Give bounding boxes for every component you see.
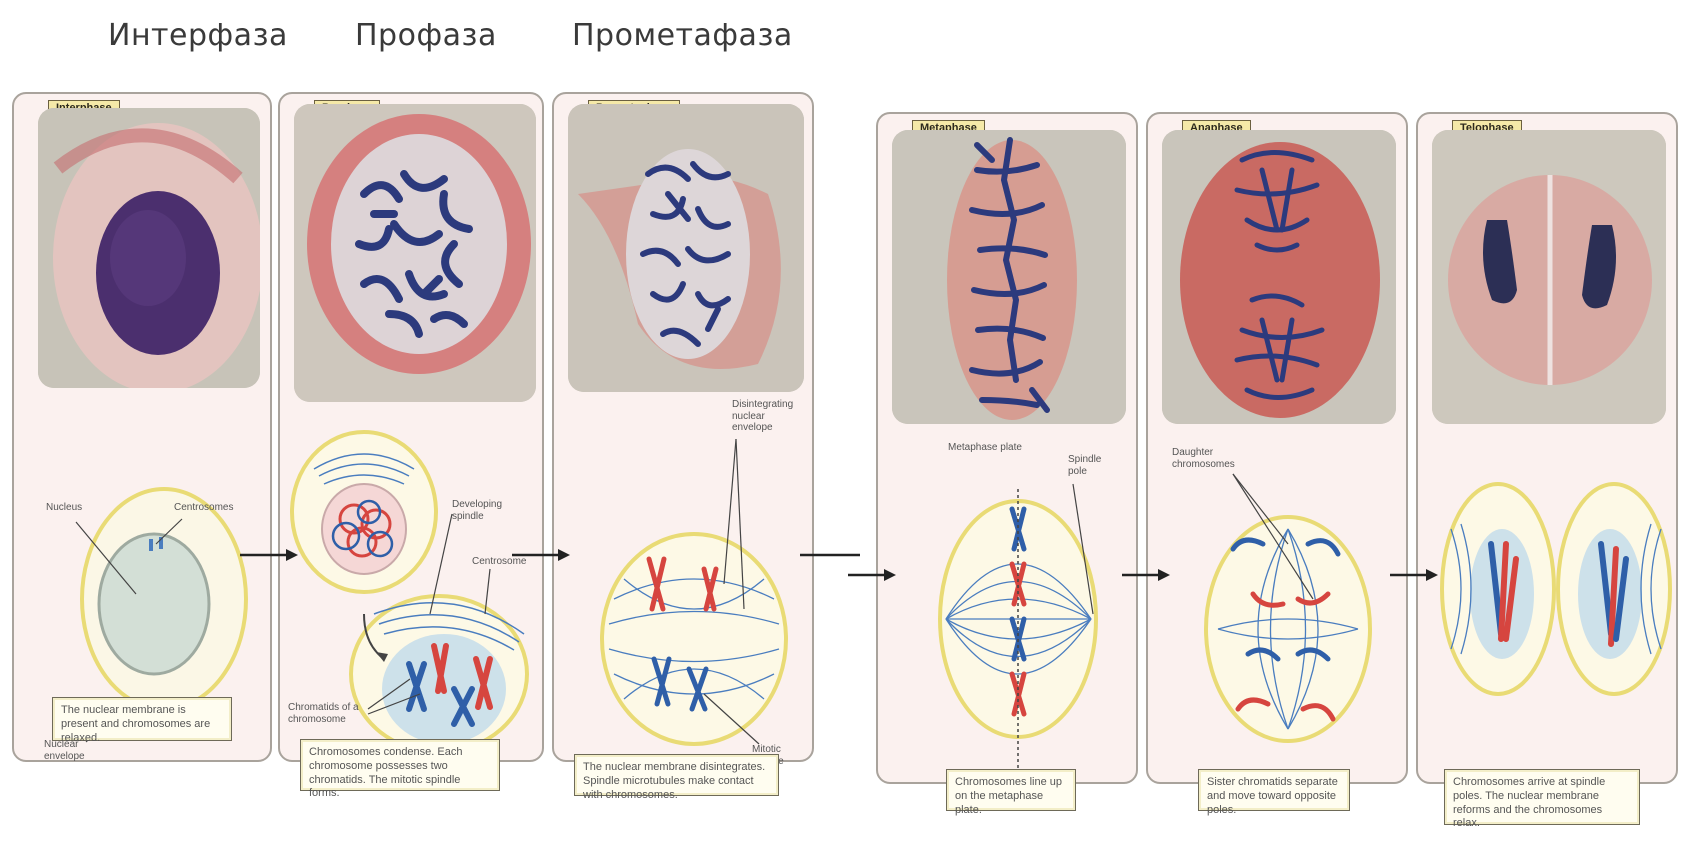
diagram-metaphase bbox=[926, 469, 1116, 779]
diagram-prometaphase bbox=[594, 529, 794, 749]
title-prophase-ru: Профаза bbox=[355, 18, 497, 53]
label-daughter-chromosomes: Daughter chromosomes bbox=[1172, 447, 1232, 470]
caption-interphase: The nuclear membrane is present and chro… bbox=[52, 697, 232, 741]
micrograph-prometaphase bbox=[568, 104, 804, 392]
panel-telophase: Telophase Chromosomes arrive at spindle … bbox=[1416, 112, 1678, 784]
label-developing-spindle: Developing spindle bbox=[452, 499, 507, 522]
flow-arrow-3 bbox=[848, 565, 898, 585]
caption-telophase: Chromosomes arrive at spindle poles. The… bbox=[1444, 769, 1640, 825]
caption-metaphase: Chromosomes line up on the metaphase pla… bbox=[946, 769, 1076, 811]
label-centrosomes: Centrosomes bbox=[174, 502, 233, 514]
micrograph-metaphase bbox=[892, 130, 1126, 424]
diagram-interphase bbox=[69, 449, 249, 729]
panel-interphase: Interphase Nucleus Centrosomes Nuclear e… bbox=[12, 92, 272, 762]
flow-arrow-5 bbox=[1390, 565, 1440, 585]
label-spindle-pole: Spindle pole bbox=[1068, 454, 1098, 477]
diagram-anaphase bbox=[1188, 489, 1388, 769]
micrograph-anaphase bbox=[1162, 130, 1396, 424]
title-prometaphase-ru: Прометафаза bbox=[572, 18, 793, 53]
flow-connector-line bbox=[800, 545, 860, 565]
flow-arrow-1 bbox=[240, 545, 300, 565]
micrograph-telophase bbox=[1432, 130, 1666, 424]
caption-anaphase: Sister chromatids separate and move towa… bbox=[1198, 769, 1350, 811]
flow-arrow-2 bbox=[512, 545, 572, 565]
label-nucleus: Nucleus bbox=[46, 502, 82, 514]
flow-arrow-4 bbox=[1122, 565, 1172, 585]
panel-metaphase: Metaphase Metaphase plate Spindle pole bbox=[876, 112, 1138, 784]
micrograph-prophase bbox=[294, 104, 536, 402]
label-chromatids: Chromatids of a chromosome bbox=[288, 702, 368, 725]
label-disintegrating-envelope: Disintegrating nuclear envelope bbox=[732, 399, 802, 434]
diagram-telophase bbox=[1436, 469, 1676, 709]
title-interphase-ru: Интерфаза bbox=[108, 18, 288, 53]
label-metaphase-plate: Metaphase plate bbox=[948, 442, 1022, 454]
caption-prometaphase: The nuclear membrane disintegrates. Spin… bbox=[574, 754, 779, 796]
caption-prophase: Chromosomes condense. Each chromosome po… bbox=[300, 739, 500, 791]
panel-prophase: Prophase bbox=[278, 92, 544, 762]
micrograph-interphase bbox=[38, 108, 260, 388]
panel-anaphase: Anaphase Daughter chromosomes bbox=[1146, 112, 1408, 784]
panel-prometaphase: Prometaphase Disintegrating nuclear en bbox=[552, 92, 814, 762]
